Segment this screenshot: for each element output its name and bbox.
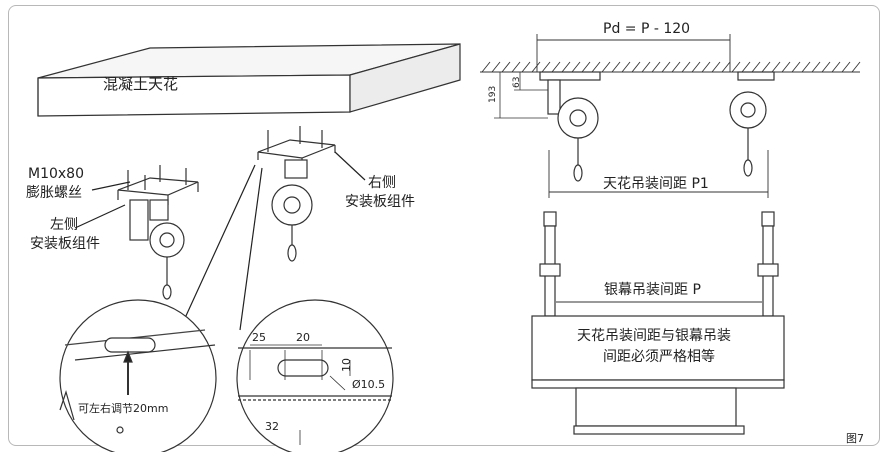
concrete-slab <box>37 43 461 117</box>
equal-note-line1: 天花吊装间距与银幕吊装 <box>577 328 731 344</box>
bolt-spec-label: M10x80 <box>28 166 84 182</box>
screen-case <box>531 315 785 435</box>
screen-right-bracket <box>757 211 779 317</box>
left-plate-label: 安装板组件 <box>30 236 100 252</box>
figure-number: 图7 <box>846 432 864 445</box>
dim-20: 20 <box>296 331 310 344</box>
expansion-bolt-label: 膨胀螺丝 <box>26 185 82 201</box>
detail-circle-right <box>236 299 394 452</box>
concrete-ceiling-label: 混凝土天花 <box>103 75 179 93</box>
adjust-note: 可左右调节20mm <box>78 402 169 415</box>
pd-formula: Pd = P - 120 <box>603 21 691 37</box>
dim-25: 25 <box>252 331 266 344</box>
p1-dimension <box>548 150 769 198</box>
right-side-label: 右侧 <box>368 175 396 191</box>
dim-32: 32 <box>265 420 279 433</box>
vertical-dimensions <box>494 72 548 119</box>
left-side-label: 左侧 <box>50 217 78 233</box>
pd-dimension <box>536 34 731 72</box>
screen-left-bracket <box>539 211 561 317</box>
dim-193: 193 <box>488 85 498 103</box>
dim-10: 10 <box>340 358 353 372</box>
right-mount-assembly <box>257 126 336 262</box>
top-left-hoist <box>539 71 601 182</box>
equal-note-line2: 间距必须严格相等 <box>603 349 715 365</box>
dim-63: 63 <box>512 76 522 88</box>
left-mount-assembly <box>117 165 199 300</box>
hole-diameter: Ø10.5 <box>352 378 386 391</box>
top-right-hoist <box>729 71 775 177</box>
detail-circle-left <box>59 299 217 452</box>
figure-frame <box>8 5 880 446</box>
ceiling-spacing-label: 天花吊装间距 P1 <box>603 176 709 192</box>
screen-spacing-label: 银幕吊装间距 P <box>604 282 701 298</box>
right-plate-label: 安装板组件 <box>345 194 415 210</box>
leader-lines <box>74 151 366 331</box>
